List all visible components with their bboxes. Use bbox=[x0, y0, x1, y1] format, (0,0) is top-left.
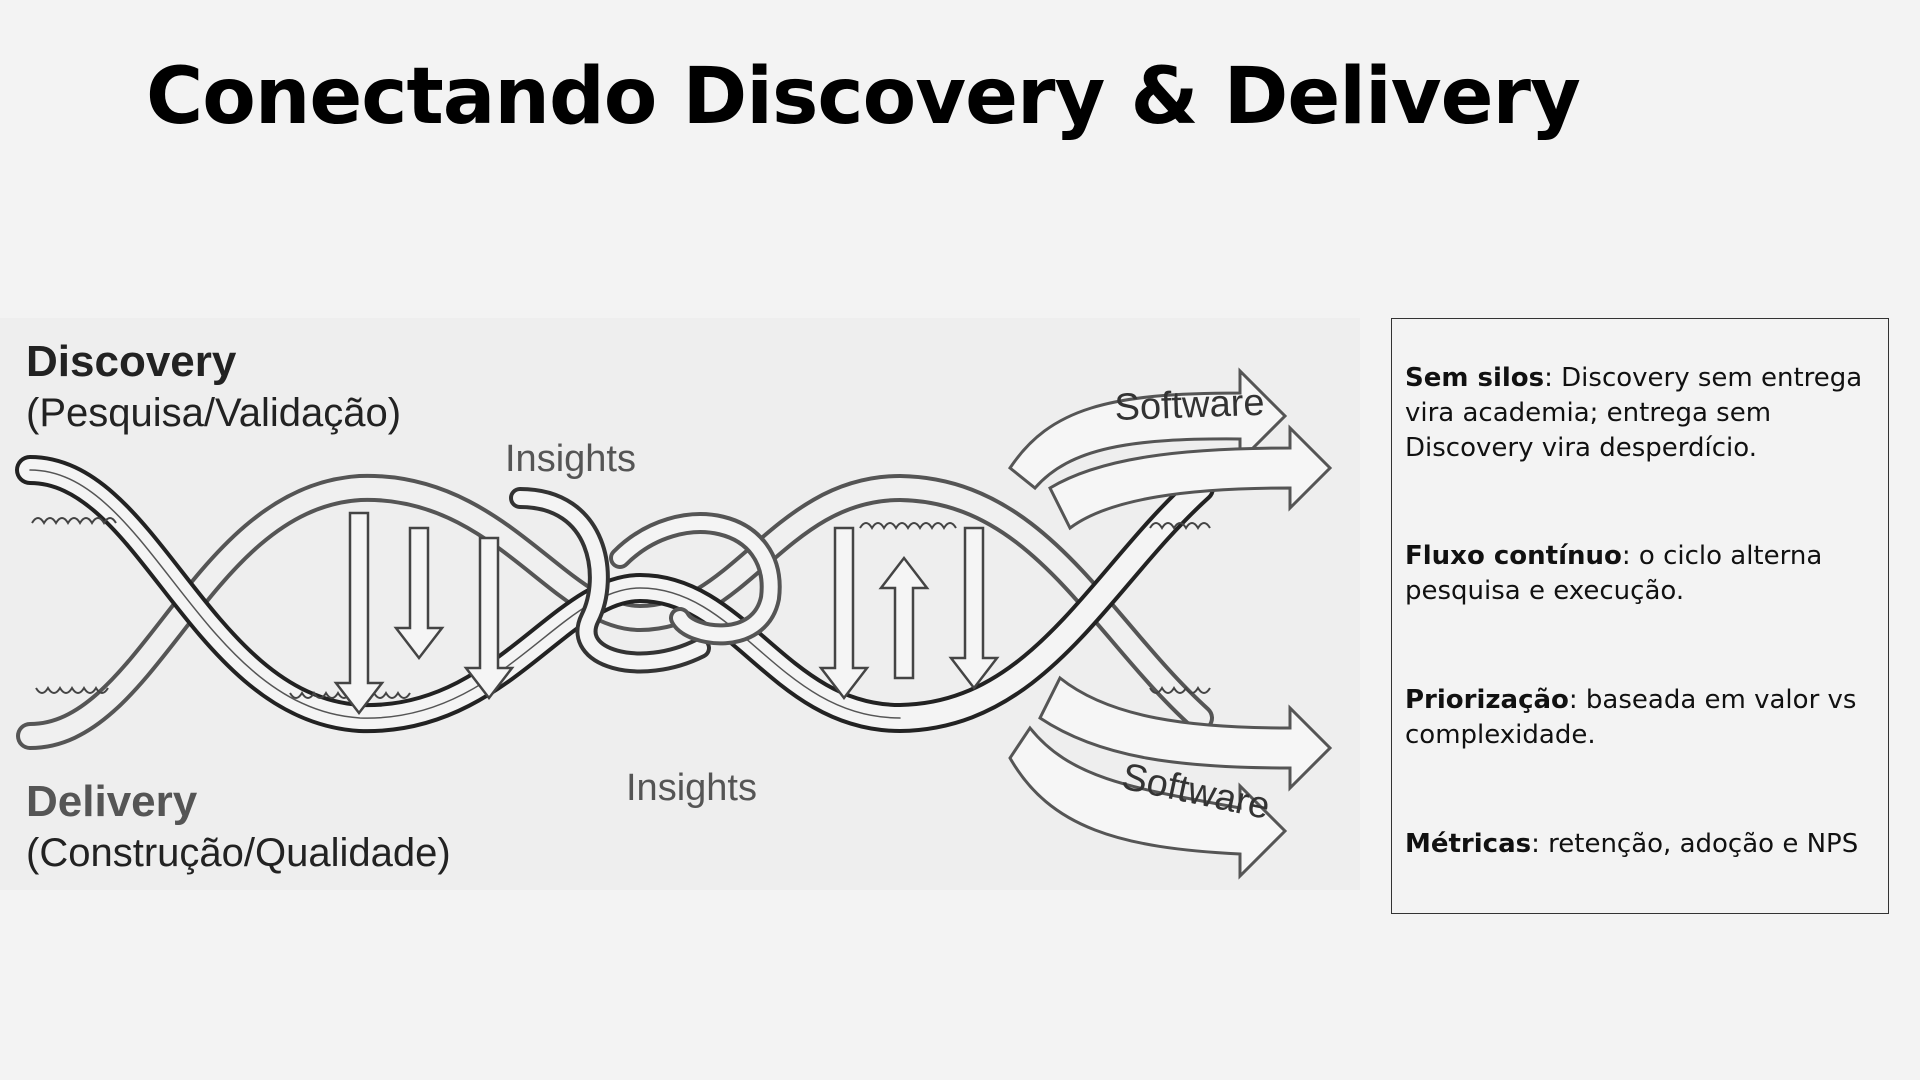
key-point-text: : retenção, adoção e NPS bbox=[1531, 829, 1859, 859]
key-point-text: : baseada em valor vs complexidade. bbox=[1405, 685, 1857, 750]
delivery-label: Delivery bbox=[26, 777, 198, 826]
software-arrows bbox=[1007, 367, 1333, 880]
key-point-priorizacao: Priorização: baseada em valor vs complex… bbox=[1405, 683, 1875, 753]
discovery-label: Discovery bbox=[26, 337, 237, 386]
key-point-sem-silos: Sem silos: Discovery sem entrega vira ac… bbox=[1405, 361, 1875, 466]
discovery-delivery-helix-illustration: Discovery (Pesquisa/Validação) Delivery … bbox=[0, 318, 1360, 890]
key-point-term: Sem silos bbox=[1405, 363, 1545, 393]
discovery-sublabel: (Pesquisa/Validação) bbox=[26, 391, 401, 435]
insight-arrows-right bbox=[818, 526, 1000, 701]
delivery-sublabel: (Construção/Qualidade) bbox=[26, 831, 451, 875]
key-point-fluxo-continuo: Fluxo contínuo: o ciclo alterna pesquisa… bbox=[1405, 539, 1875, 609]
zipper-teeth bbox=[31, 517, 1211, 699]
key-point-text: : o ciclo alterna pesquisa e execução. bbox=[1405, 541, 1823, 606]
insight-arrows-left bbox=[333, 511, 515, 716]
key-point-term: Fluxo contínuo bbox=[1405, 541, 1622, 571]
insights-label-bottom: Insights bbox=[626, 767, 757, 809]
key-point-text: : Discovery sem entrega vira academia; e… bbox=[1405, 363, 1863, 463]
slide-title: Conectando Discovery & Delivery bbox=[146, 52, 1581, 142]
key-point-metricas: Métricas: retenção, adoção e NPS bbox=[1405, 827, 1875, 862]
center-knot bbox=[509, 487, 782, 674]
key-point-term: Métricas bbox=[1405, 829, 1532, 859]
key-points-panel: Sem silos: Discovery sem entrega vira ac… bbox=[1391, 318, 1889, 914]
key-point-term: Priorização bbox=[1405, 685, 1569, 715]
insights-label-top: Insights bbox=[505, 438, 636, 480]
software-label-top: Software bbox=[1114, 382, 1265, 429]
